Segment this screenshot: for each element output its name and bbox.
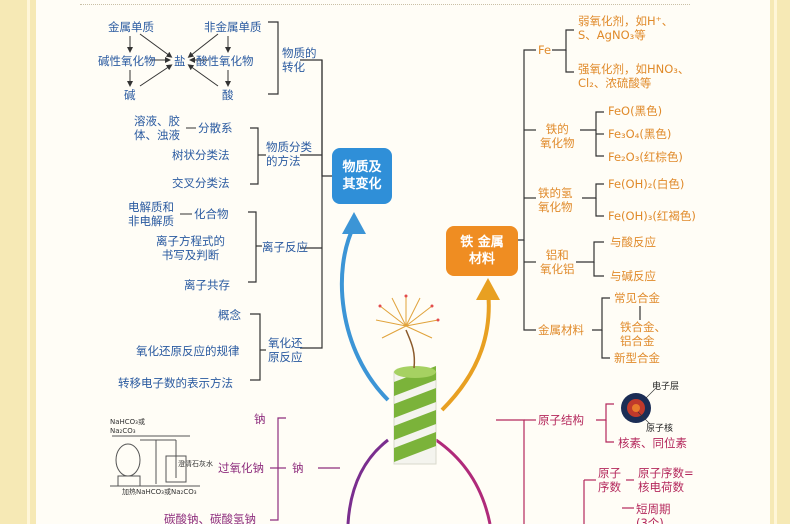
apparatus-label-tube: NaHCO₃或 Na₂CO₃ <box>110 418 145 435</box>
label-nucleus: 原子核 <box>646 424 674 434</box>
item-concept: 概念 <box>218 308 241 322</box>
branch-iron-hydroxides: 铁的氢 氧化物 <box>538 186 573 214</box>
left-frame-border <box>0 0 36 524</box>
branch-metal-materials: 金属材料 <box>538 323 584 337</box>
node-salt: 盐 <box>174 54 186 68</box>
item-atomic-number-equation: 原子序数= 核电荷数 <box>638 466 694 494</box>
item-short-period: 短周期 (3个) <box>636 502 671 524</box>
item-fe3o4: Fe₃O₄(黑色) <box>608 127 672 141</box>
atom-diagram <box>621 387 657 425</box>
item-feoh2: Fe(OH)₂(白色) <box>608 177 685 191</box>
item-react-base: 与碱反应 <box>610 269 656 283</box>
item-new-alloys: 新型合金 <box>614 351 660 365</box>
item-weak-oxidizer: 弱氧化剂，如H⁺、 S、AgNO₃等 <box>578 14 674 42</box>
apparatus-label-heating: 加热NaHCO₃或Na₂CO₃ <box>122 488 197 496</box>
item-common-alloys: 常见合金 <box>614 291 660 305</box>
node-nonmetal-element: 非金属单质 <box>204 20 262 34</box>
item-strong-oxidizer: 强氧化剂，如HNO₃、 Cl₂、浓硫酸等 <box>578 62 690 90</box>
item-electrolytes: 电解质和 非电解质 <box>128 200 174 228</box>
top-dotted-rule <box>80 4 690 5</box>
item-dispersion-system: 分散系 <box>198 121 233 135</box>
branch-aluminum: 铝和 氧化铝 <box>540 248 575 276</box>
branch-atomic-structure: 原子结构 <box>538 413 584 427</box>
node-acid: 酸 <box>222 88 234 102</box>
branch-redox: 氧化还 原反应 <box>268 336 303 364</box>
item-tree-classification: 树状分类法 <box>172 148 230 162</box>
item-feoh3: Fe(OH)₃(红褐色) <box>608 209 696 223</box>
item-ion-coexistence: 离子共存 <box>184 278 230 292</box>
item-ionic-equation: 离子方程式的 书写及判断 <box>156 234 225 262</box>
item-feo: FeO(黑色) <box>608 104 663 118</box>
item-react-acid: 与酸反应 <box>610 235 656 249</box>
item-sodium-peroxide: 过氧化钠 <box>218 461 264 475</box>
branch-classification: 物质分类 的方法 <box>266 140 312 168</box>
hub-iron-metal-materials: 铁 金属 材料 <box>446 226 518 276</box>
firecracker-illustration <box>375 294 440 465</box>
branch-ionic-reaction: 离子反应 <box>262 240 308 254</box>
apparatus-label-limewater: 澄清石灰水 <box>178 460 213 468</box>
node-base: 碱 <box>124 88 136 102</box>
node-metal-element: 金属单质 <box>108 20 154 34</box>
item-electron-transfer: 转移电子数的表示方法 <box>118 376 233 390</box>
item-iron-aluminum-alloys: 铁合金、 铝合金 <box>620 320 666 348</box>
branch-sodium: 钠 <box>292 461 304 475</box>
lab-apparatus <box>110 435 200 487</box>
branch-transformation: 物质的 转化 <box>282 46 317 74</box>
item-cross-classification: 交叉分类法 <box>172 176 230 190</box>
item-compound: 化合物 <box>194 207 229 221</box>
item-sodium-carbonates: 碳酸钠、碳酸氢钠 <box>164 512 256 524</box>
item-fe2o3: Fe₂O₃(红棕色) <box>608 150 683 164</box>
node-acidic-oxide: 酸性氧化物 <box>196 54 254 68</box>
label-electron-shell: 电子层 <box>652 382 680 392</box>
branch-fe: Fe <box>538 43 552 57</box>
node-basic-oxide: 碱性氧化物 <box>98 54 156 68</box>
branch-iron-oxides: 铁的 氧化物 <box>540 122 575 150</box>
branch-atomic-number: 原子 序数 <box>598 466 621 494</box>
right-frame-border <box>770 0 790 524</box>
hub-matter-and-change: 物质及 其变化 <box>332 148 392 204</box>
item-sodium-top: 钠 <box>254 412 266 426</box>
item-nuclide-isotope: 核素、同位素 <box>618 436 687 450</box>
item-dispersions: 溶液、胶 体、浊液 <box>134 114 180 142</box>
item-redox-rules: 氧化还原反应的规律 <box>136 344 240 358</box>
